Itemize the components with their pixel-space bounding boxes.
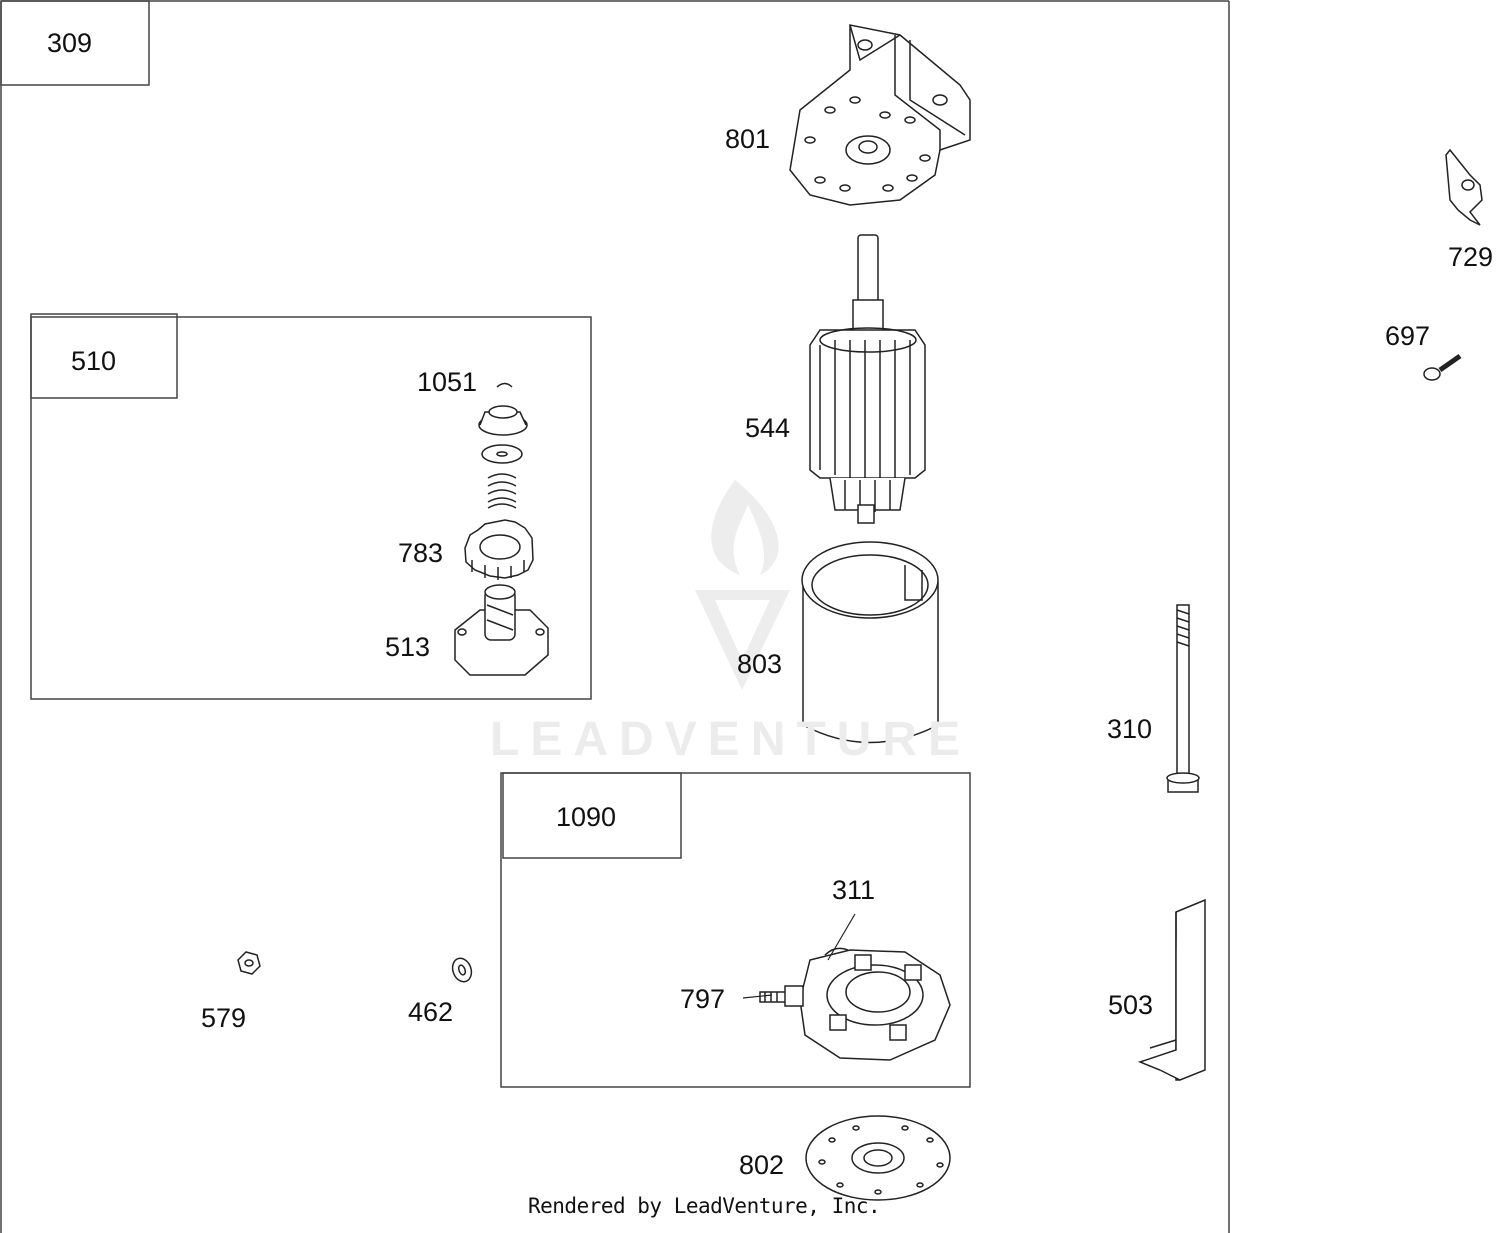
label-801[interactable]: 801 <box>725 124 771 154</box>
part-801-plate <box>789 24 971 206</box>
callout-309: 309 <box>47 28 93 58</box>
frame-510 <box>30 313 592 700</box>
watermark-logo <box>695 480 790 690</box>
label-310[interactable]: 310 <box>1107 714 1153 744</box>
part-462-washer <box>451 957 473 983</box>
label-503[interactable]: 503 <box>1108 990 1154 1020</box>
callout-510: 510 <box>71 346 117 376</box>
label-783[interactable]: 783 <box>398 538 444 568</box>
footer-credit: Rendered by LeadVenture, Inc. <box>528 1194 881 1218</box>
label-1051[interactable]: 1051 <box>417 367 478 397</box>
label-513[interactable]: 513 <box>385 632 431 662</box>
part-310-bolt <box>1166 604 1200 793</box>
part-311-brush-holder <box>799 947 951 1061</box>
label-802[interactable]: 802 <box>739 1150 785 1180</box>
part-513-drive <box>454 584 549 676</box>
part-579-nut <box>237 951 261 975</box>
part-510-subparts <box>478 405 528 509</box>
leader-lines <box>742 913 856 999</box>
part-802-end-plate <box>805 1115 951 1201</box>
part-803-housing <box>801 541 939 744</box>
part-729-bracket <box>1445 148 1483 226</box>
part-503-spacer <box>1137 898 1206 1081</box>
part-697-screw <box>1423 353 1462 381</box>
part-1051-ring <box>496 382 513 388</box>
label-579[interactable]: 579 <box>201 1003 247 1033</box>
label-697[interactable]: 697 <box>1385 321 1431 351</box>
label-803[interactable]: 803 <box>737 649 783 679</box>
callout-1090: 1090 <box>556 802 617 832</box>
label-544[interactable]: 544 <box>745 413 791 443</box>
label-797[interactable]: 797 <box>680 984 726 1014</box>
label-462[interactable]: 462 <box>408 997 454 1027</box>
frame-309 <box>0 0 1230 1233</box>
frame-1090 <box>500 772 971 1088</box>
part-797-terminal <box>759 985 804 1007</box>
label-729[interactable]: 729 <box>1448 242 1494 272</box>
label-311[interactable]: 311 <box>832 875 876 905</box>
part-544-armature <box>809 234 926 524</box>
part-783-gear <box>464 519 534 580</box>
watermark-text: LEADVENTURE <box>490 713 972 766</box>
